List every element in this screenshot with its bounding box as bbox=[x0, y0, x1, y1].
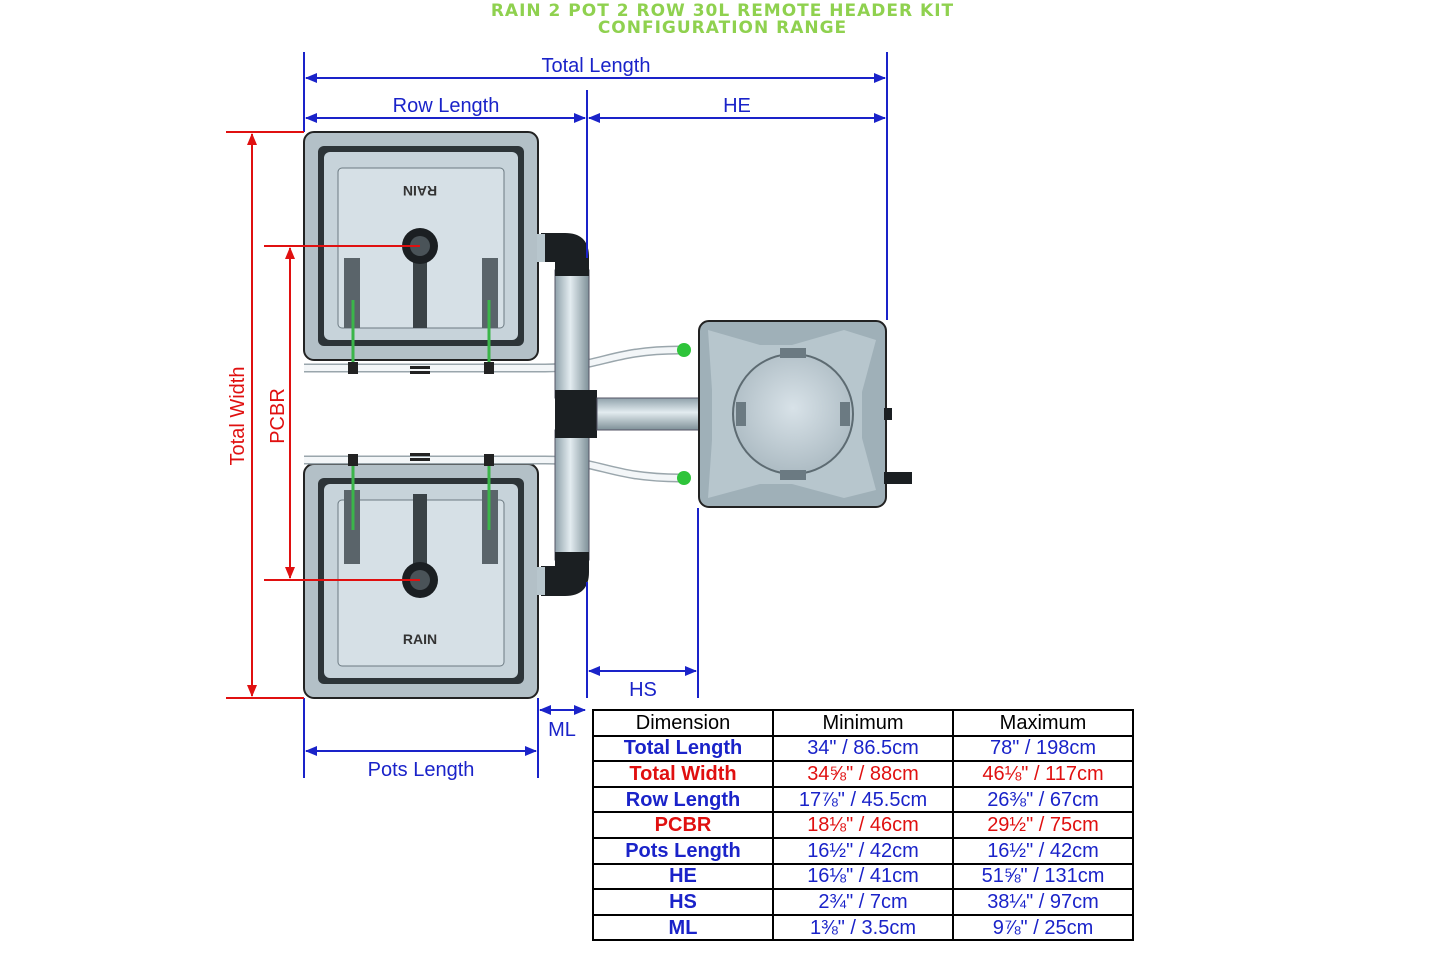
table-row: Total Width 34⅝" / 88cm 46⅛" / 117cm bbox=[592, 760, 1134, 788]
table-row: HE 16⅛" / 41cm 51⅝" / 131cm bbox=[592, 862, 1134, 891]
row-dimension: HS bbox=[592, 888, 774, 916]
pot-bottom-brand: RAIN bbox=[403, 631, 437, 647]
red-dimension-lines bbox=[226, 131, 420, 699]
diagram-subtitle: CONFIGURATION RANGE bbox=[597, 18, 848, 38]
row-minimum: 18⅛" / 46cm bbox=[772, 811, 954, 839]
pot-top-brand: RAIN bbox=[403, 183, 437, 199]
table-row: HS 2¾" / 7cm 38¼" / 97cm bbox=[592, 888, 1134, 916]
label-hs: HS bbox=[629, 679, 657, 701]
table-row: Pots Length 16½" / 42cm 16½" / 42cm bbox=[592, 836, 1134, 865]
header-dimension: Dimension bbox=[592, 709, 774, 737]
row-dimension: ML bbox=[592, 913, 774, 942]
row-minimum: 2¾" / 7cm bbox=[772, 888, 954, 916]
row-dimension: Pots Length bbox=[592, 836, 774, 865]
row-maximum: 78" / 198cm bbox=[952, 734, 1134, 763]
label-pots-length: Pots Length bbox=[368, 759, 475, 781]
row-dimension: Total Length bbox=[592, 734, 774, 763]
row-maximum: 16½" / 42cm bbox=[952, 836, 1134, 865]
dimension-lines bbox=[303, 52, 888, 778]
row-minimum: 34⅝" / 88cm bbox=[772, 760, 954, 788]
row-minimum: 1⅜" / 3.5cm bbox=[772, 913, 954, 942]
row-dimension: HE bbox=[592, 862, 774, 891]
row-maximum: 51⅝" / 131cm bbox=[952, 862, 1134, 891]
diagram-title: RAIN 2 POT 2 ROW 30L REMOTE HEADER KIT bbox=[490, 1, 955, 21]
dimension-table: Dimension Minimum Maximum Total Length 3… bbox=[592, 709, 1134, 942]
row-dimension: Total Width bbox=[592, 760, 774, 788]
label-row-length: Row Length bbox=[393, 95, 500, 117]
row-dimension: Row Length bbox=[592, 785, 774, 814]
row-maximum: 26⅜" / 67cm bbox=[952, 785, 1134, 814]
header-maximum: Maximum bbox=[952, 709, 1134, 737]
row-minimum: 34" / 86.5cm bbox=[772, 734, 954, 763]
label-total-length: Total Length bbox=[542, 55, 651, 77]
label-total-width: Total Width bbox=[227, 367, 249, 466]
reservoir-tank bbox=[698, 320, 912, 508]
label-ml: ML bbox=[548, 719, 576, 741]
row-dimension: PCBR bbox=[592, 811, 774, 839]
row-maximum: 46⅛" / 117cm bbox=[952, 760, 1134, 788]
label-he: HE bbox=[723, 95, 751, 117]
table-header-row: Dimension Minimum Maximum bbox=[592, 709, 1134, 737]
row-maximum: 38¼" / 97cm bbox=[952, 888, 1134, 916]
row-maximum: 29½" / 75cm bbox=[952, 811, 1134, 839]
row-minimum: 16⅛" / 41cm bbox=[772, 862, 954, 891]
row-maximum: 9⅞" / 25cm bbox=[952, 913, 1134, 942]
table-row: Total Length 34" / 86.5cm 78" / 198cm bbox=[592, 734, 1134, 763]
label-pcbr: PCBR bbox=[267, 388, 289, 444]
pot-bottom: RAIN bbox=[303, 456, 539, 699]
header-minimum: Minimum bbox=[772, 709, 954, 737]
drip-tubing bbox=[304, 343, 691, 485]
row-minimum: 17⅞" / 45.5cm bbox=[772, 785, 954, 814]
pot-top: RAIN bbox=[303, 131, 539, 372]
row-minimum: 16½" / 42cm bbox=[772, 836, 954, 865]
table-row: PCBR 18⅛" / 46cm 29½" / 75cm bbox=[592, 811, 1134, 839]
manifold-pipes bbox=[537, 233, 700, 596]
table-row: Row Length 17⅞" / 45.5cm 26⅜" / 67cm bbox=[592, 785, 1134, 814]
table-row: ML 1⅜" / 3.5cm 9⅞" / 25cm bbox=[592, 913, 1134, 942]
